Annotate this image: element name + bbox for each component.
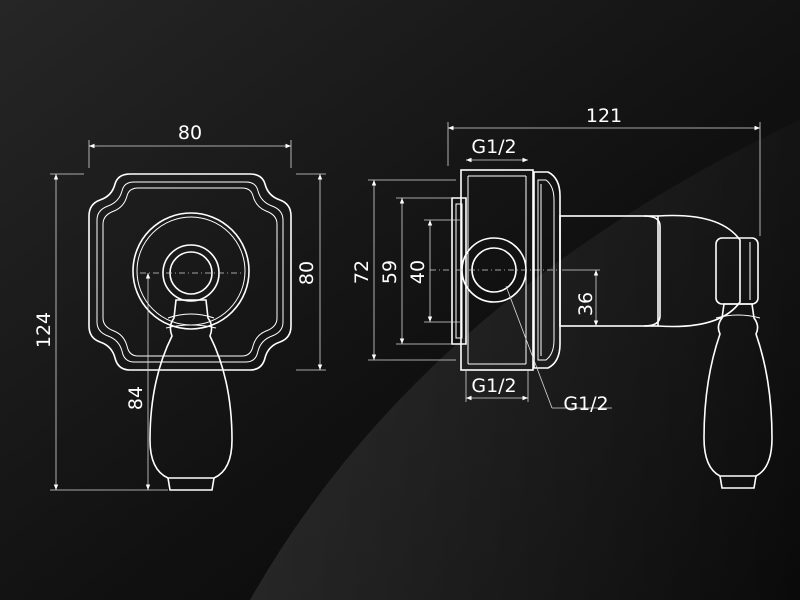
lever-collar-top (167, 313, 215, 319)
lever-side-collar (715, 314, 761, 319)
dim-width-label: 80 (178, 122, 202, 144)
sleeve-collar (643, 215, 661, 327)
thread-center-label: G1/2 (563, 393, 608, 415)
dim-36-label: 36 (575, 292, 597, 316)
dim-handle-length-label: 84 (125, 386, 147, 410)
rear-mount-plate (451, 197, 467, 345)
thread-center-leader (505, 285, 553, 409)
thread-bottom-label: G1/2 (471, 375, 516, 397)
rear-mount-plate-inner (455, 203, 463, 339)
escutcheon-profile (533, 171, 561, 369)
handle-dome (657, 214, 741, 328)
side-view: 121 G1/2 G1/2 G1/2 72 59 40 36 (351, 105, 773, 489)
glossy-sheen (250, 120, 800, 600)
front-view: 80 80 124 84 (33, 122, 326, 491)
lever-collar-mid (165, 324, 217, 329)
rosette-outer (132, 212, 250, 330)
dim-40-label: 40 (407, 260, 429, 284)
dim-72-label: 72 (351, 260, 373, 284)
trim-sleeve (559, 215, 659, 327)
escutcheon-plate-outer (88, 173, 292, 371)
dim-total-height-label: 124 (33, 312, 55, 348)
escutcheon-plate-bevel (102, 187, 278, 357)
escutcheon-profile-inner (537, 179, 555, 361)
thread-top-label: G1/2 (471, 136, 516, 158)
lever-end-cap (167, 477, 215, 491)
dim-plate-height-label: 80 (296, 261, 318, 285)
escutcheon-plate-inner (96, 181, 284, 363)
lever-side-end-cap (719, 475, 757, 489)
dim-depth-label: 121 (586, 105, 622, 127)
dim-59-label: 59 (379, 260, 401, 284)
